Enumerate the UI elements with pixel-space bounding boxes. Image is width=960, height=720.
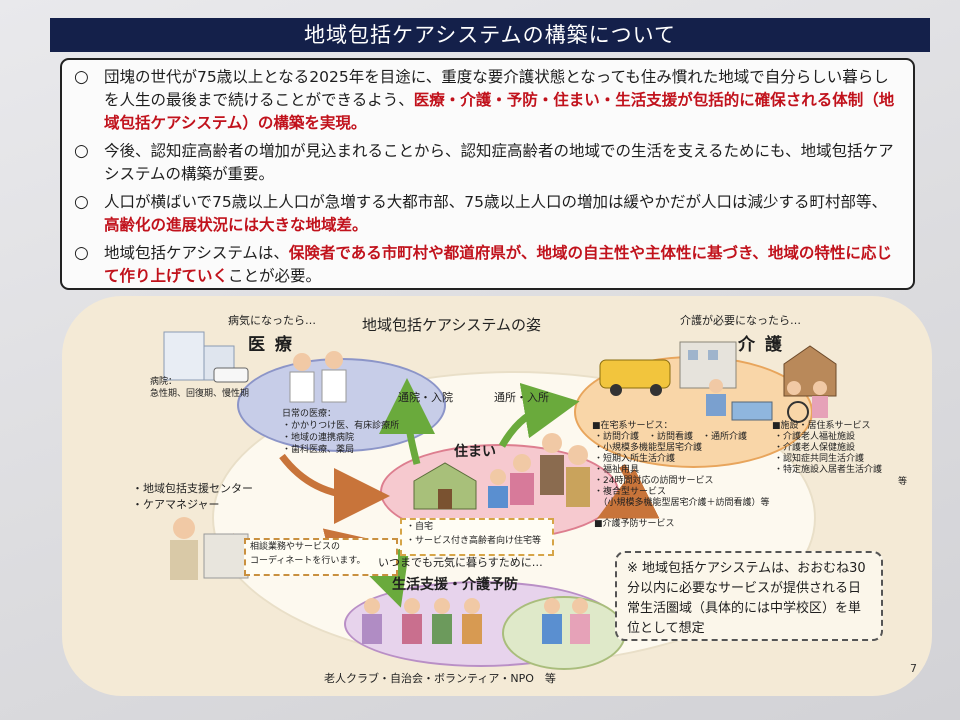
arrow-from-care: [596, 464, 660, 519]
arrow-to-medical: [379, 378, 436, 465]
daily-medical-item: ・かかりつけ医、有床診療所: [282, 421, 400, 431]
intro-box: ○ 団塊の世代が75歳以上となる2025年を目途に、重度な要介護状態となっても住…: [60, 58, 915, 290]
facility-etc: 等: [898, 477, 908, 487]
bullet-item: ○ 地域包括ケアシステムは、保険者である市町村や都道府県が、地域の自主性や主体性…: [74, 242, 899, 288]
daily-medical-item: ・歯科医療、薬局: [282, 445, 355, 455]
arrow-to-care: [498, 383, 580, 448]
housing-types-box: [400, 518, 554, 556]
coordinate-text: 相談業務やサービスの: [250, 542, 341, 552]
care-van-illustration: [599, 359, 671, 396]
circle-bullet-icon: ○: [74, 67, 89, 87]
doctors-illustration: [289, 351, 347, 403]
care-system-diagram: 地域包括ケアシステムの姿 病気になったら… 医 療 病院： 急性期、回復期、慢性…: [62, 296, 932, 696]
home-service-item: （小規模多機能型居宅介護＋訪問看護）等: [594, 498, 770, 508]
care-caption: 介護が必要になったら…: [680, 314, 801, 327]
housing-type-item: ・自宅: [406, 522, 434, 532]
circle-bullet-icon: ○: [74, 243, 89, 263]
bullet-item: ○ 今後、認知症高齢者の増加が見込まれることから、認知症高齢者の地域での生活を支…: [74, 140, 899, 186]
daily-medical-item: ・地域の連携病院: [282, 433, 355, 443]
housing-type-item: ・サービス付き高齢者向け住宅等: [406, 536, 542, 546]
diagram-title: 地域包括ケアシステムの姿: [362, 316, 541, 334]
life-caption: いつまでも元気に暮らすために…: [378, 556, 543, 569]
page-number: 7: [910, 662, 917, 675]
bullet-text-tail: ことが必要。: [228, 267, 322, 285]
facility-item: ・特定施設入居者生活介護: [774, 465, 883, 475]
facility-item: ・介護老人福祉施設: [774, 432, 856, 442]
hospital-visit-label: 通院・入院: [398, 391, 453, 404]
medical-caption: 病気になったら…: [228, 314, 316, 327]
seniors-activities-illustration: [362, 598, 590, 644]
medical-label: 医 療: [248, 335, 294, 355]
community-groups: 老人クラブ・自治会・ボランティア・NPO 等: [324, 672, 556, 685]
bullet-text: 人口が横ばいで75歳以上人口が急増する大都市部、75歳以上人口の増加は緩やかだが…: [104, 193, 887, 211]
life-support-label: 生活支援・介護予防: [392, 577, 518, 593]
home-service-item: ・福祉用具: [594, 465, 640, 475]
arrow-from-medical: [279, 453, 390, 524]
bullet-emphasis: 保険者である市町村や都道府県が、地域の自主性や主体性に基づき、地域の特性に応じて…: [104, 244, 892, 285]
bullet-text: 地域包括ケアシステムは、: [104, 244, 289, 262]
home-service-item: ・訪問介護 ・訪問看護 ・通所介護: [594, 432, 748, 442]
care-facility-illustration: [679, 341, 737, 389]
bullet-text: 今後、認知症高齢者の増加が見込まれることから、認知症高齢者の地域での生活を支える…: [104, 142, 894, 183]
bullet-item: ○ 人口が横ばいで75歳以上人口が急増する大都市部、75歳以上人口の増加は緩やか…: [74, 191, 899, 237]
daily-medical-title: 日常の医療：: [282, 409, 337, 419]
home-service-item: ・24時間対応の訪問サービス: [594, 476, 714, 486]
family-illustration: [488, 433, 590, 508]
hospital-title: 病院：: [150, 377, 178, 387]
facility-services-title: ■施設・居住系サービス: [772, 421, 871, 431]
coordinate-text: コーディネートを行います。: [250, 556, 366, 566]
prevention-ellipse: [502, 596, 626, 670]
coordinate-box: [244, 538, 398, 576]
page-title: 地域包括ケアシステムの構築について: [50, 18, 930, 52]
circle-bullet-icon: ○: [74, 192, 89, 212]
facility-item: ・介護老人保健施設: [774, 443, 856, 453]
bullet-emphasis: 高齢化の進展状況には大きな地域差。: [104, 216, 368, 234]
prevention-services: ■介護予防サービス: [594, 519, 675, 529]
bullet-item: ○ 団塊の世代が75歳以上となる2025年を目途に、重度な要介護状態となっても住…: [74, 66, 899, 135]
care-label: 介 護: [738, 335, 784, 355]
housing-label: 住まい: [454, 444, 496, 460]
home-service-item: ・複合型サービス: [594, 487, 667, 497]
circle-bullet-icon: ○: [74, 141, 89, 161]
support-center-item: ・地域包括支援センター: [132, 482, 253, 495]
home-services-title: ■在宅系サービス：: [592, 421, 673, 431]
house-illustration: [413, 462, 477, 510]
home-service-item: ・短期入所生活介護: [594, 454, 676, 464]
note-box: ※ 地域包括ケアシステムは、おおむね30分以内に必要なサービスが提供される日常生…: [615, 551, 883, 641]
daycare-label: 通所・入所: [494, 391, 549, 404]
hospital-illustration: [163, 331, 249, 383]
facility-item: ・認知症共同生活介護: [774, 454, 865, 464]
bullet-text: 団塊の世代が75歳以上となる2025年を目途に、重度な要介護状態となっても住み慣…: [104, 68, 889, 109]
hospital-types: 急性期、回復期、慢性期: [150, 389, 250, 399]
caregivers-illustration: [706, 379, 828, 423]
support-center-item: ・ケアマネジャー: [132, 498, 220, 511]
bullet-emphasis: 医療・介護・予防・住まい・生活支援が包括的に確保される体制（地域包括ケアシステム…: [104, 91, 895, 132]
home-service-item: ・小規模多機能型居宅介護: [594, 443, 703, 453]
care-manager-illustration: [170, 517, 249, 580]
